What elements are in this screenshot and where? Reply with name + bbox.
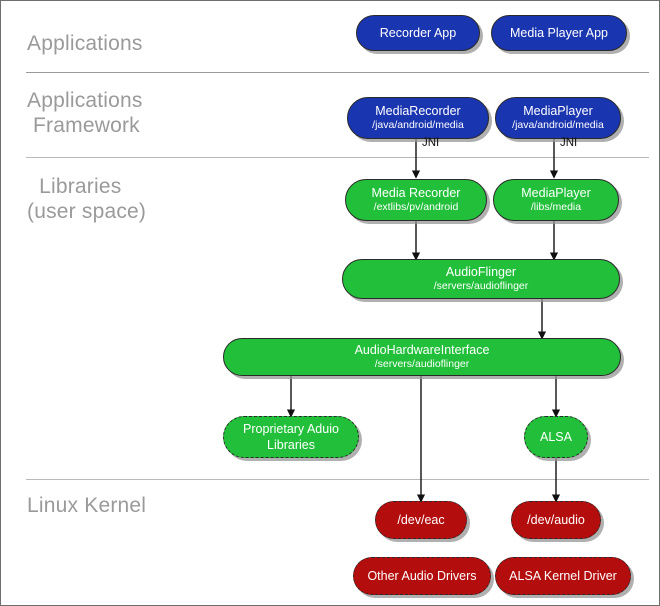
node-proprietary-audio-libraries-title: Proprietary Aduio Libraries xyxy=(243,422,339,452)
node-dev-eac[interactable]: /dev/eac xyxy=(375,501,467,539)
node-alsa-kernel-driver[interactable]: ALSA Kernel Driver xyxy=(495,557,631,595)
section-label-applications-framework: Applications Framework xyxy=(27,89,143,137)
node-media-player-app-title: Media Player App xyxy=(510,25,608,40)
node-audiohardwareinterface-path: /servers/audioflinger xyxy=(374,358,470,370)
node-proprietary-audio-libraries[interactable]: Proprietary Aduio Libraries xyxy=(223,416,359,458)
section-label-libraries: Libraries (user space) xyxy=(27,175,147,223)
section-label-applications: Applications xyxy=(27,32,143,55)
node-media-recorder-lib-path: /extlibs/pv/android xyxy=(373,201,459,213)
node-alsa[interactable]: ALSA xyxy=(524,416,588,458)
node-media-recorder-lib-title: Media Recorder xyxy=(371,186,461,200)
node-recorder-app-title: Recorder App xyxy=(379,25,457,40)
node-other-audio-drivers[interactable]: Other Audio Drivers xyxy=(353,557,491,595)
divider-applications-framework xyxy=(26,157,649,158)
node-audiohardwareinterface[interactable]: AudioHardwareInterface /servers/audiofli… xyxy=(223,338,621,376)
node-mediaplayer-framework-path: /java/android/media xyxy=(512,119,604,131)
node-recorder-app[interactable]: Recorder App xyxy=(356,15,480,51)
node-audiohardwareinterface-title: AudioHardwareInterface xyxy=(354,343,490,357)
node-mediarecorder-framework[interactable]: MediaRecorder /java/android/media xyxy=(347,97,489,139)
node-mediaplayer-lib[interactable]: MediaPlayer /libs/media xyxy=(493,179,619,221)
node-mediaplayer-framework[interactable]: MediaPlayer /java/android/media xyxy=(495,97,621,139)
node-mediarecorder-framework-path: /java/android/media xyxy=(372,119,464,131)
node-audioflinger-title: AudioFlinger xyxy=(445,265,517,279)
node-mediaplayer-lib-title: MediaPlayer xyxy=(521,186,591,200)
node-audioflinger-path: /servers/audioflinger xyxy=(433,280,529,292)
node-mediaplayer-framework-title: MediaPlayer xyxy=(523,104,593,118)
node-mediarecorder-framework-title: MediaRecorder xyxy=(375,104,461,118)
node-other-audio-drivers-title: Other Audio Drivers xyxy=(367,568,477,583)
node-audioflinger[interactable]: AudioFlinger /servers/audioflinger xyxy=(342,259,620,299)
edge-label-jni-left: JNI xyxy=(422,137,440,149)
edge-label-jni-right: JNI xyxy=(560,137,578,149)
divider-libraries xyxy=(26,479,649,480)
node-mediaplayer-lib-path: /libs/media xyxy=(530,201,582,213)
node-alsa-kernel-driver-title: ALSA Kernel Driver xyxy=(509,568,617,583)
node-dev-audio-title: /dev/audio xyxy=(527,512,585,527)
section-label-linux-kernel: Linux Kernel xyxy=(27,494,147,517)
node-media-recorder-lib[interactable]: Media Recorder /extlibs/pv/android xyxy=(345,179,487,221)
node-media-player-app[interactable]: Media Player App xyxy=(491,15,627,51)
node-alsa-title: ALSA xyxy=(540,429,572,444)
node-dev-eac-title: /dev/eac xyxy=(397,512,445,527)
divider-applications xyxy=(26,72,649,73)
node-dev-audio[interactable]: /dev/audio xyxy=(511,501,601,539)
